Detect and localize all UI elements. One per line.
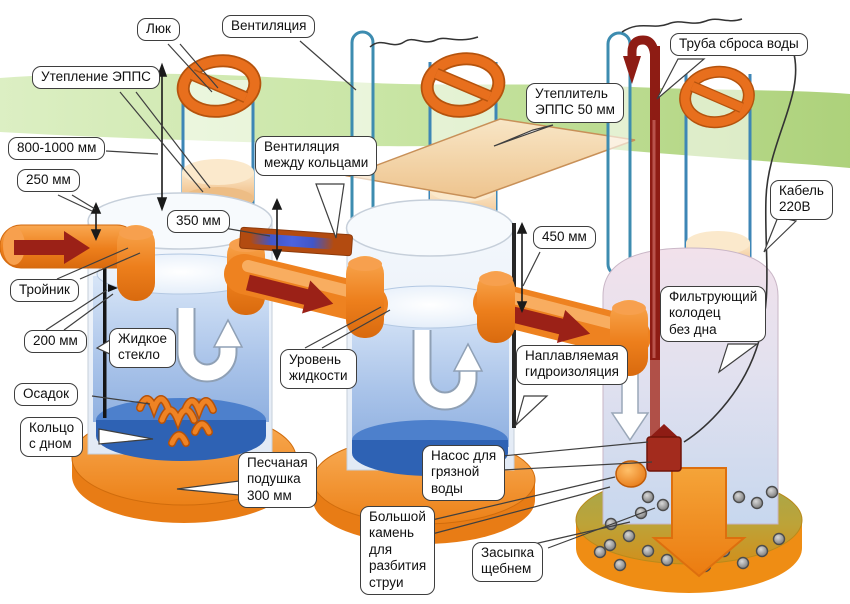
flow-arrow-1 xyxy=(176,308,244,383)
callout-big-stone: Большой камень для разбития струи xyxy=(360,506,436,596)
no-entry-icon-1 xyxy=(176,54,262,118)
cable-line xyxy=(683,49,797,443)
callout-ventilation: Вентиляция xyxy=(222,15,316,39)
septic-tank-2 xyxy=(345,199,515,476)
callout-sediment: Осадок xyxy=(14,383,79,407)
inter-ring-vent-pipe xyxy=(239,226,353,257)
pump xyxy=(646,424,682,472)
vent-capsule-2 xyxy=(606,31,632,277)
callout-insulation-epps-50: Утеплитель ЭППС 50 мм xyxy=(526,83,624,123)
epps-board xyxy=(345,118,636,199)
leader-lines xyxy=(45,40,656,549)
dim-arrows xyxy=(90,62,528,313)
callout-dim-250: 250 мм xyxy=(17,169,80,193)
down-flow-arrow xyxy=(610,367,650,442)
no-entry-icon-3 xyxy=(679,65,755,129)
callout-liquid-glass: Жидкое стекло xyxy=(109,328,176,368)
callout-dim-350: 350 мм xyxy=(167,210,230,234)
callout-water-discharge-pipe: Труба сброса воды xyxy=(670,33,808,57)
callout-liquid-level: Уровень жидкости xyxy=(280,349,357,389)
no-entry-icon-2 xyxy=(420,52,506,118)
flow-direction-arrow xyxy=(14,231,90,264)
liquid-glass-line xyxy=(103,256,107,418)
break-squiggles xyxy=(369,18,743,48)
drain-arrow xyxy=(651,467,747,578)
callout-dirty-water-pump: Насос для грязной воды xyxy=(422,445,506,502)
flow-arrow-2 xyxy=(412,330,484,411)
callout-tee: Тройник xyxy=(10,279,79,303)
discharge-pipe xyxy=(623,35,660,442)
callout-waterproofing: Наплавляемая гидроизоляция xyxy=(516,345,628,385)
callout-ring-with-bottom: Кольцо с дном xyxy=(20,417,84,457)
callout-tails xyxy=(95,58,798,496)
callout-insulation-epps: Утепление ЭППС xyxy=(32,66,160,90)
callout-dim-800-1000: 800-1000 мм xyxy=(8,137,106,161)
callout-hatch: Люк xyxy=(137,18,180,42)
callout-sand-cushion: Песчаная подушка 300 мм xyxy=(238,452,317,509)
stone-ball xyxy=(615,460,647,488)
callout-dim-450: 450 мм xyxy=(533,226,596,250)
callout-vent-between-rings: Вентиляция между кольцами xyxy=(255,136,378,176)
callout-filter-well: Фильтрующий колодец без дна xyxy=(660,286,767,343)
callout-dim-200: 200 мм xyxy=(24,330,87,354)
transfer-pipe-2 xyxy=(473,271,651,376)
transfer-pipe-1 xyxy=(224,254,388,338)
callout-gravel-backfill: Засыпка щебнем xyxy=(472,542,544,582)
callout-cable-220v: Кабель 220В xyxy=(770,180,833,220)
liquid-glass-arrow xyxy=(108,284,118,292)
sediment-squiggles xyxy=(136,395,217,447)
